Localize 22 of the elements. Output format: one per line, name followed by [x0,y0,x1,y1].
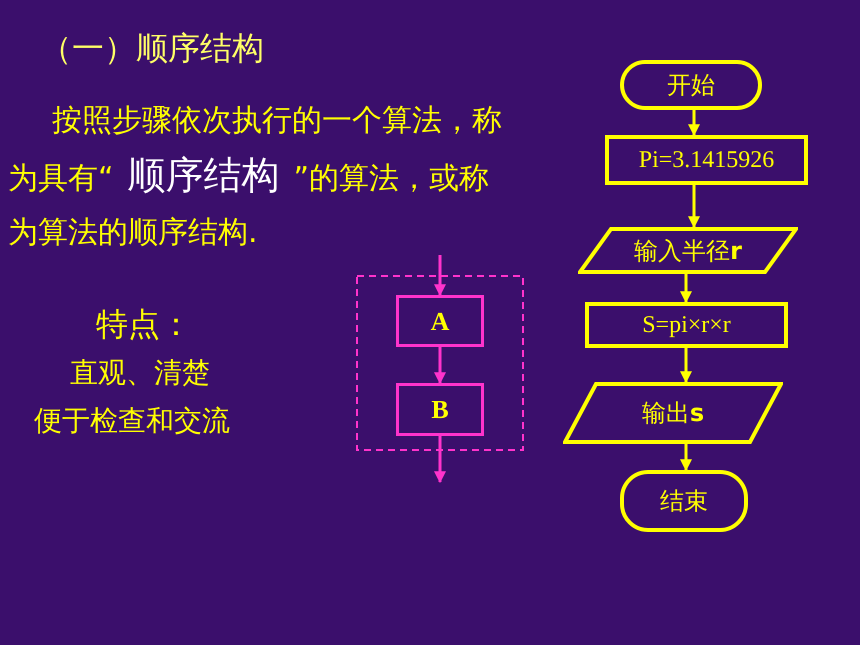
process-box: Pi=3.1415926 [605,135,808,185]
dashed-group-box [356,275,524,451]
end-terminal: 结束 [620,470,748,532]
arrow [434,347,446,384]
arrow [680,444,692,472]
input-parallelogram: 输入半径r [578,227,798,274]
arrow [688,185,700,228]
features-heading: 特点： [96,304,192,345]
definition-paragraph: 按照步骤依次执行的一个算法，称为具有“顺序结构”的算法，或称为算法的顺序结构. [8,102,503,252]
arrow [434,255,446,296]
output-parallelogram: 输出s [563,382,783,444]
arrow [434,436,446,484]
feature-text: 便于检查和交流 [34,403,230,439]
process-box: A [396,295,484,347]
feature-text: 直观、清楚 [70,355,210,391]
slide-title: （一）顺序结构 [40,28,264,69]
arrow [688,110,700,136]
arrow [680,348,692,384]
process-box: B [396,383,484,436]
start-terminal: 开始 [620,60,762,110]
arrow [680,274,692,304]
process-box: S=pi×r×r [585,302,788,348]
